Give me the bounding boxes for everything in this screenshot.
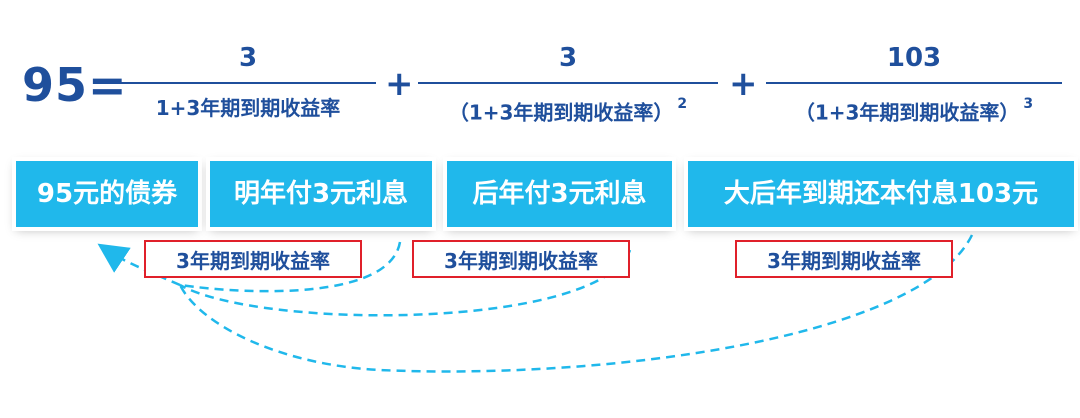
yield-label-1: 3年期到期收益率 xyxy=(144,240,362,278)
year2-coupon-box: 后年付3元利息 xyxy=(447,161,672,227)
yield-label-2: 3年期到期收益率 xyxy=(412,240,630,278)
year1-coupon-box: 明年付3元利息 xyxy=(210,161,432,227)
term-year3: 103 （1+3年期到期收益率）3 xyxy=(766,40,1062,127)
year3-principal-box: 大后年到期还本付息103元 xyxy=(688,161,1074,227)
fraction-bar xyxy=(766,82,1062,84)
fraction-bar xyxy=(418,82,718,84)
exponent: 2 xyxy=(677,96,688,112)
price-equals: 95= xyxy=(22,58,128,112)
denominator: （1+3年期到期收益率）3 xyxy=(794,96,1034,125)
numerator: 103 xyxy=(886,43,942,73)
yield-label-3: 3年期到期收益率 xyxy=(735,240,953,278)
plus-sign: + xyxy=(385,64,414,104)
numerator: 3 xyxy=(238,43,258,73)
plus-sign: + xyxy=(729,64,758,104)
denominator: 1+3年期到期收益率 xyxy=(155,96,341,120)
arrow-from-year1 xyxy=(179,241,402,293)
term-year1: 3 1+3年期到期收益率 xyxy=(120,40,376,122)
numerator: 3 xyxy=(558,43,578,73)
bond-price-box: 95元的债券 xyxy=(16,161,198,227)
denominator: （1+3年期到期收益率）2 xyxy=(448,96,688,125)
arrow-from-year3 xyxy=(178,234,974,373)
fraction-bar xyxy=(120,82,376,84)
arrow-from-year2 xyxy=(179,249,632,317)
arrow-head-to-price xyxy=(97,243,181,287)
term-year2: 3 （1+3年期到期收益率）2 xyxy=(418,40,718,127)
exponent: 3 xyxy=(1023,96,1034,112)
